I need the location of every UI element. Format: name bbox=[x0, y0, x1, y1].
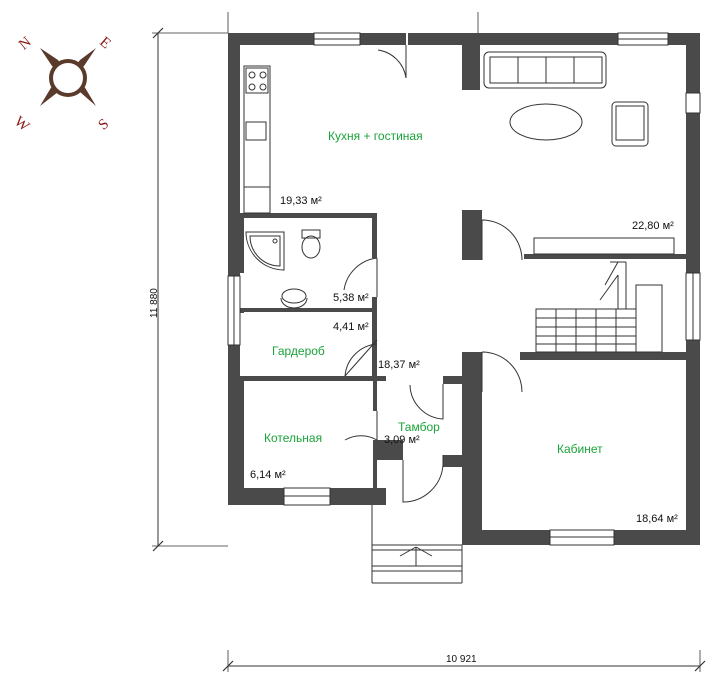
width-dimension: 10 921 bbox=[222, 650, 706, 672]
sofa bbox=[483, 51, 607, 89]
height-label: 11 880 bbox=[149, 288, 160, 318]
area-wardrobe: 4,41 м² bbox=[333, 321, 369, 333]
armchair bbox=[611, 101, 649, 147]
area-vestibule: 3,09 м² bbox=[384, 434, 420, 446]
doors bbox=[343, 45, 523, 503]
dining-table bbox=[509, 103, 583, 141]
compass-n: N bbox=[16, 34, 35, 53]
kitchen-counter bbox=[243, 65, 271, 214]
room-name-vestibule: Тамбор bbox=[398, 420, 440, 434]
area-hall: 18,37 м² bbox=[378, 359, 420, 371]
area-kitchen: 19,33 м² bbox=[280, 195, 322, 207]
area-bathroom: 5,38 м² bbox=[333, 292, 369, 304]
staircase bbox=[535, 261, 663, 353]
compass-s: S bbox=[96, 116, 113, 134]
entry-steps bbox=[371, 505, 463, 584]
room-name-wardrobe: Гардероб bbox=[272, 344, 325, 358]
windows bbox=[227, 32, 701, 546]
width-label: 10 921 bbox=[446, 654, 477, 665]
bench bbox=[533, 237, 675, 255]
room-name-boiler: Котельная bbox=[264, 431, 322, 445]
height-dimension: 11 880 bbox=[149, 27, 228, 552]
compass-rose: N E W S bbox=[11, 34, 114, 135]
compass-e: E bbox=[96, 34, 113, 52]
walls bbox=[228, 33, 700, 545]
room-name-kitchen-living: Кухня + гостиная bbox=[328, 129, 423, 143]
bathroom-fixtures bbox=[245, 229, 321, 309]
area-boiler: 6,14 м² bbox=[250, 469, 286, 481]
compass-w: W bbox=[11, 114, 33, 136]
area-office: 18,64 м² bbox=[636, 513, 678, 525]
room-name-office: Кабинет bbox=[557, 442, 603, 456]
room-labels: Кухня + гостиная 19,33 м² 22,80 м² 5,38 … bbox=[250, 129, 678, 525]
area-living: 22,80 м² bbox=[632, 220, 674, 232]
